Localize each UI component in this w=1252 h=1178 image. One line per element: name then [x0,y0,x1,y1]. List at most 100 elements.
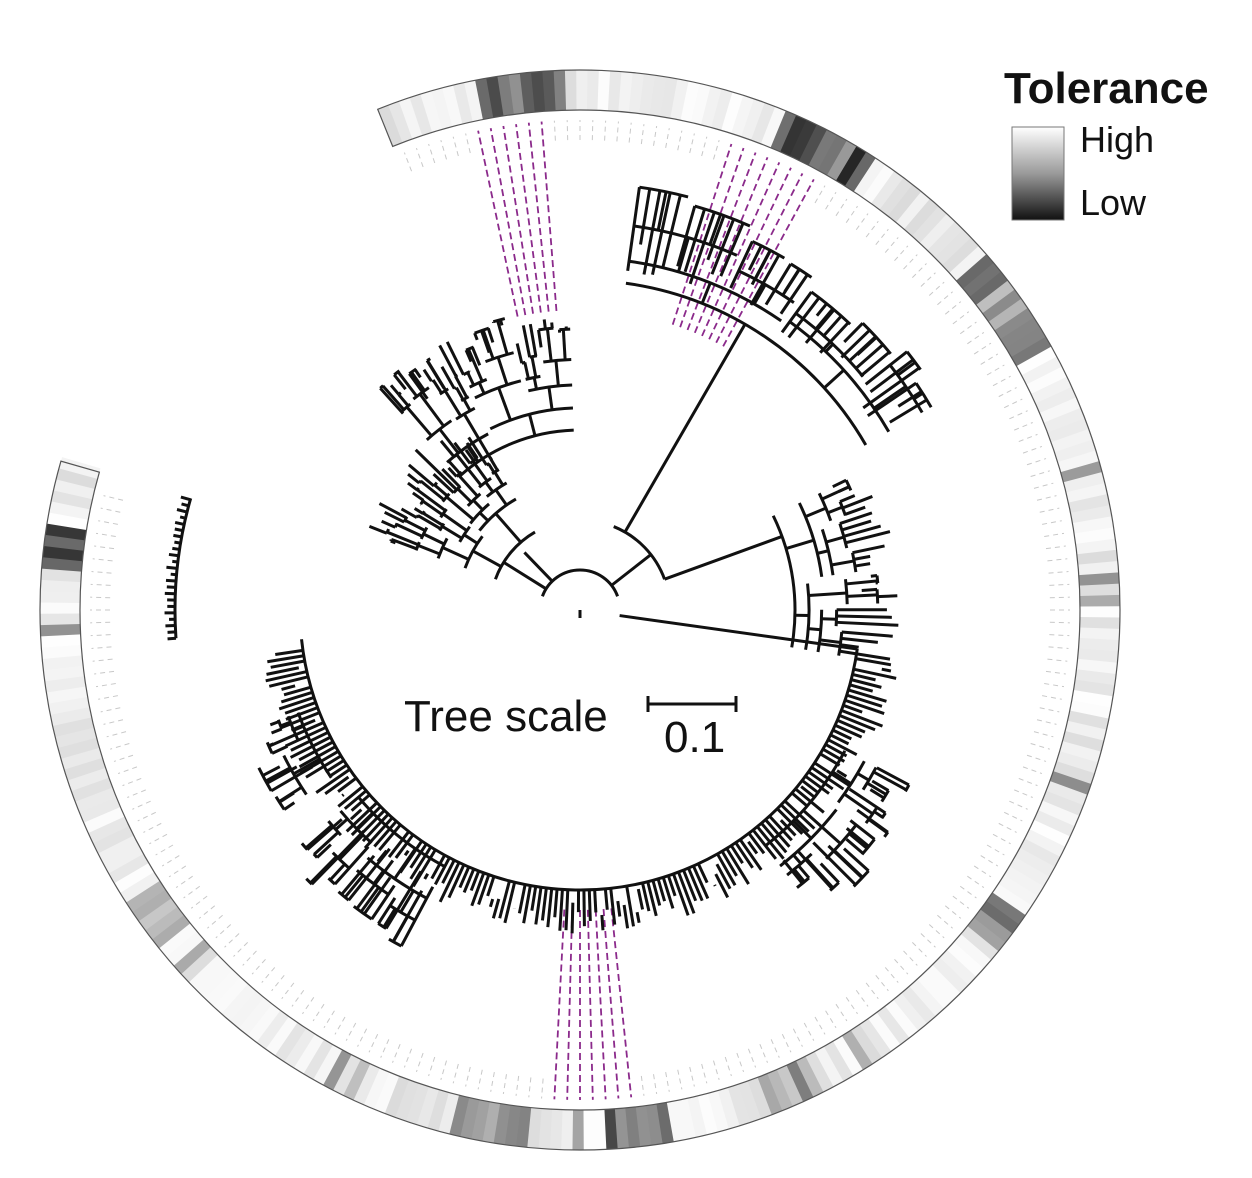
leader-line [90,596,111,599]
leader-line [689,1066,695,1087]
clade-upper-left-high-arc [474,326,490,335]
ring-segment [1075,538,1117,555]
lower-tip [447,864,466,899]
clade-upper-left-high-arc [408,367,418,375]
clade-upper-left-stem [442,512,468,532]
clade-right-arc [851,552,858,573]
ring-segment [805,1051,834,1093]
clade-upper-right-arc [751,240,786,260]
clade-upper-left-arc [414,541,421,551]
lower-tip [764,818,791,848]
ring-segment [1035,386,1077,414]
leader-line [701,1063,708,1084]
clade-right-arc [817,492,833,522]
clade-upper-left-arc [419,526,429,540]
lower-tip [836,718,866,734]
clade-upper-left-high-arc [489,406,573,431]
clade-upper-right-arc [905,350,922,371]
clade-lower-right-stem [873,810,884,819]
ring-segment [571,1109,584,1150]
clade-lower-right-arc [880,812,887,820]
left-tip [166,565,178,570]
ring-segment [353,1063,380,1105]
ring-segment [39,601,81,614]
ring-segment [45,523,87,541]
leader-line [952,311,970,325]
ring-segment [1077,561,1119,576]
clade-upper-right-tip [864,350,908,386]
lower-tip [682,869,698,902]
lower-tip [687,867,704,902]
highlighted-leader-line [586,909,594,1100]
lower-tip [491,898,501,919]
leader-line [113,754,134,762]
clade-left-stem [264,766,291,783]
ring-segment [1059,741,1102,763]
clade-lower-right-tip [819,862,840,884]
lower-tip [716,853,737,886]
ring-segment [932,957,969,994]
ring-segment [398,97,423,139]
clade-upper-left-high-tip [413,368,422,379]
leader-line [415,147,424,168]
lower-tip [850,678,882,689]
clade-upper-right-arc [810,290,852,326]
lower-tip [498,880,511,919]
ring-segment [57,737,100,759]
ring-segment [538,1108,553,1150]
clade-upper-left-tip [381,519,396,529]
ring-segment [48,500,91,520]
ring-segment [727,1084,751,1126]
ring-segment [823,1041,854,1082]
ring-segment [1071,689,1114,708]
clade-lower-left-stem [313,831,340,856]
ring-segment [1077,648,1119,664]
leader-line [345,1022,357,1041]
ring-segment [51,489,93,510]
leader-line [803,1022,815,1041]
ring-segment [409,94,433,136]
lower-tip [603,888,609,910]
clade-lower-right-tip [812,841,857,886]
ring-segment [1054,439,1096,463]
clade-right-tip [845,530,891,545]
leader-line [302,997,315,1015]
ring-segment [119,871,160,903]
clade-upper-left-high-arc [492,317,506,324]
clade-lower-left-arc [312,852,319,859]
leader-line [465,133,471,154]
clade-right-arc [844,578,849,605]
clade-upper-right-stem [823,369,845,390]
ring-segment [808,129,838,171]
clade-upper-left-arc [385,528,390,534]
clade-upper-left-high-stem [467,348,484,382]
leader-line [998,822,1017,833]
clade-right-stem [821,617,837,621]
leader-line [1045,545,1066,550]
lower-tip [846,693,883,708]
lower-tip [530,886,538,911]
ring-segment [1075,669,1117,686]
clade-lower-left-tip [384,870,423,930]
leader-line [937,291,953,306]
ring-segment [721,91,744,134]
main-lower-arc [300,639,859,892]
clade-right-arc [771,515,797,648]
leader-line [117,766,138,775]
leader-line [1036,495,1057,501]
lower-tip [470,872,486,907]
clade-upper-left-tip [447,466,458,478]
clade-upper-left-high-stem [523,362,530,380]
ring-segment [1051,428,1093,453]
clade-upper-left-high-stem [466,371,476,386]
leader-line [944,301,962,315]
clade-upper-left-tip [447,459,461,475]
clade-right-tip [839,649,891,661]
clade-left-arc [257,767,273,792]
lower-tip [635,911,641,924]
ring-segment [1068,494,1110,514]
clade-upper-left-high-stem [496,356,509,386]
leader-line [103,719,124,725]
clade-lower-right-tip [845,838,864,855]
ring-segment [1005,327,1046,358]
